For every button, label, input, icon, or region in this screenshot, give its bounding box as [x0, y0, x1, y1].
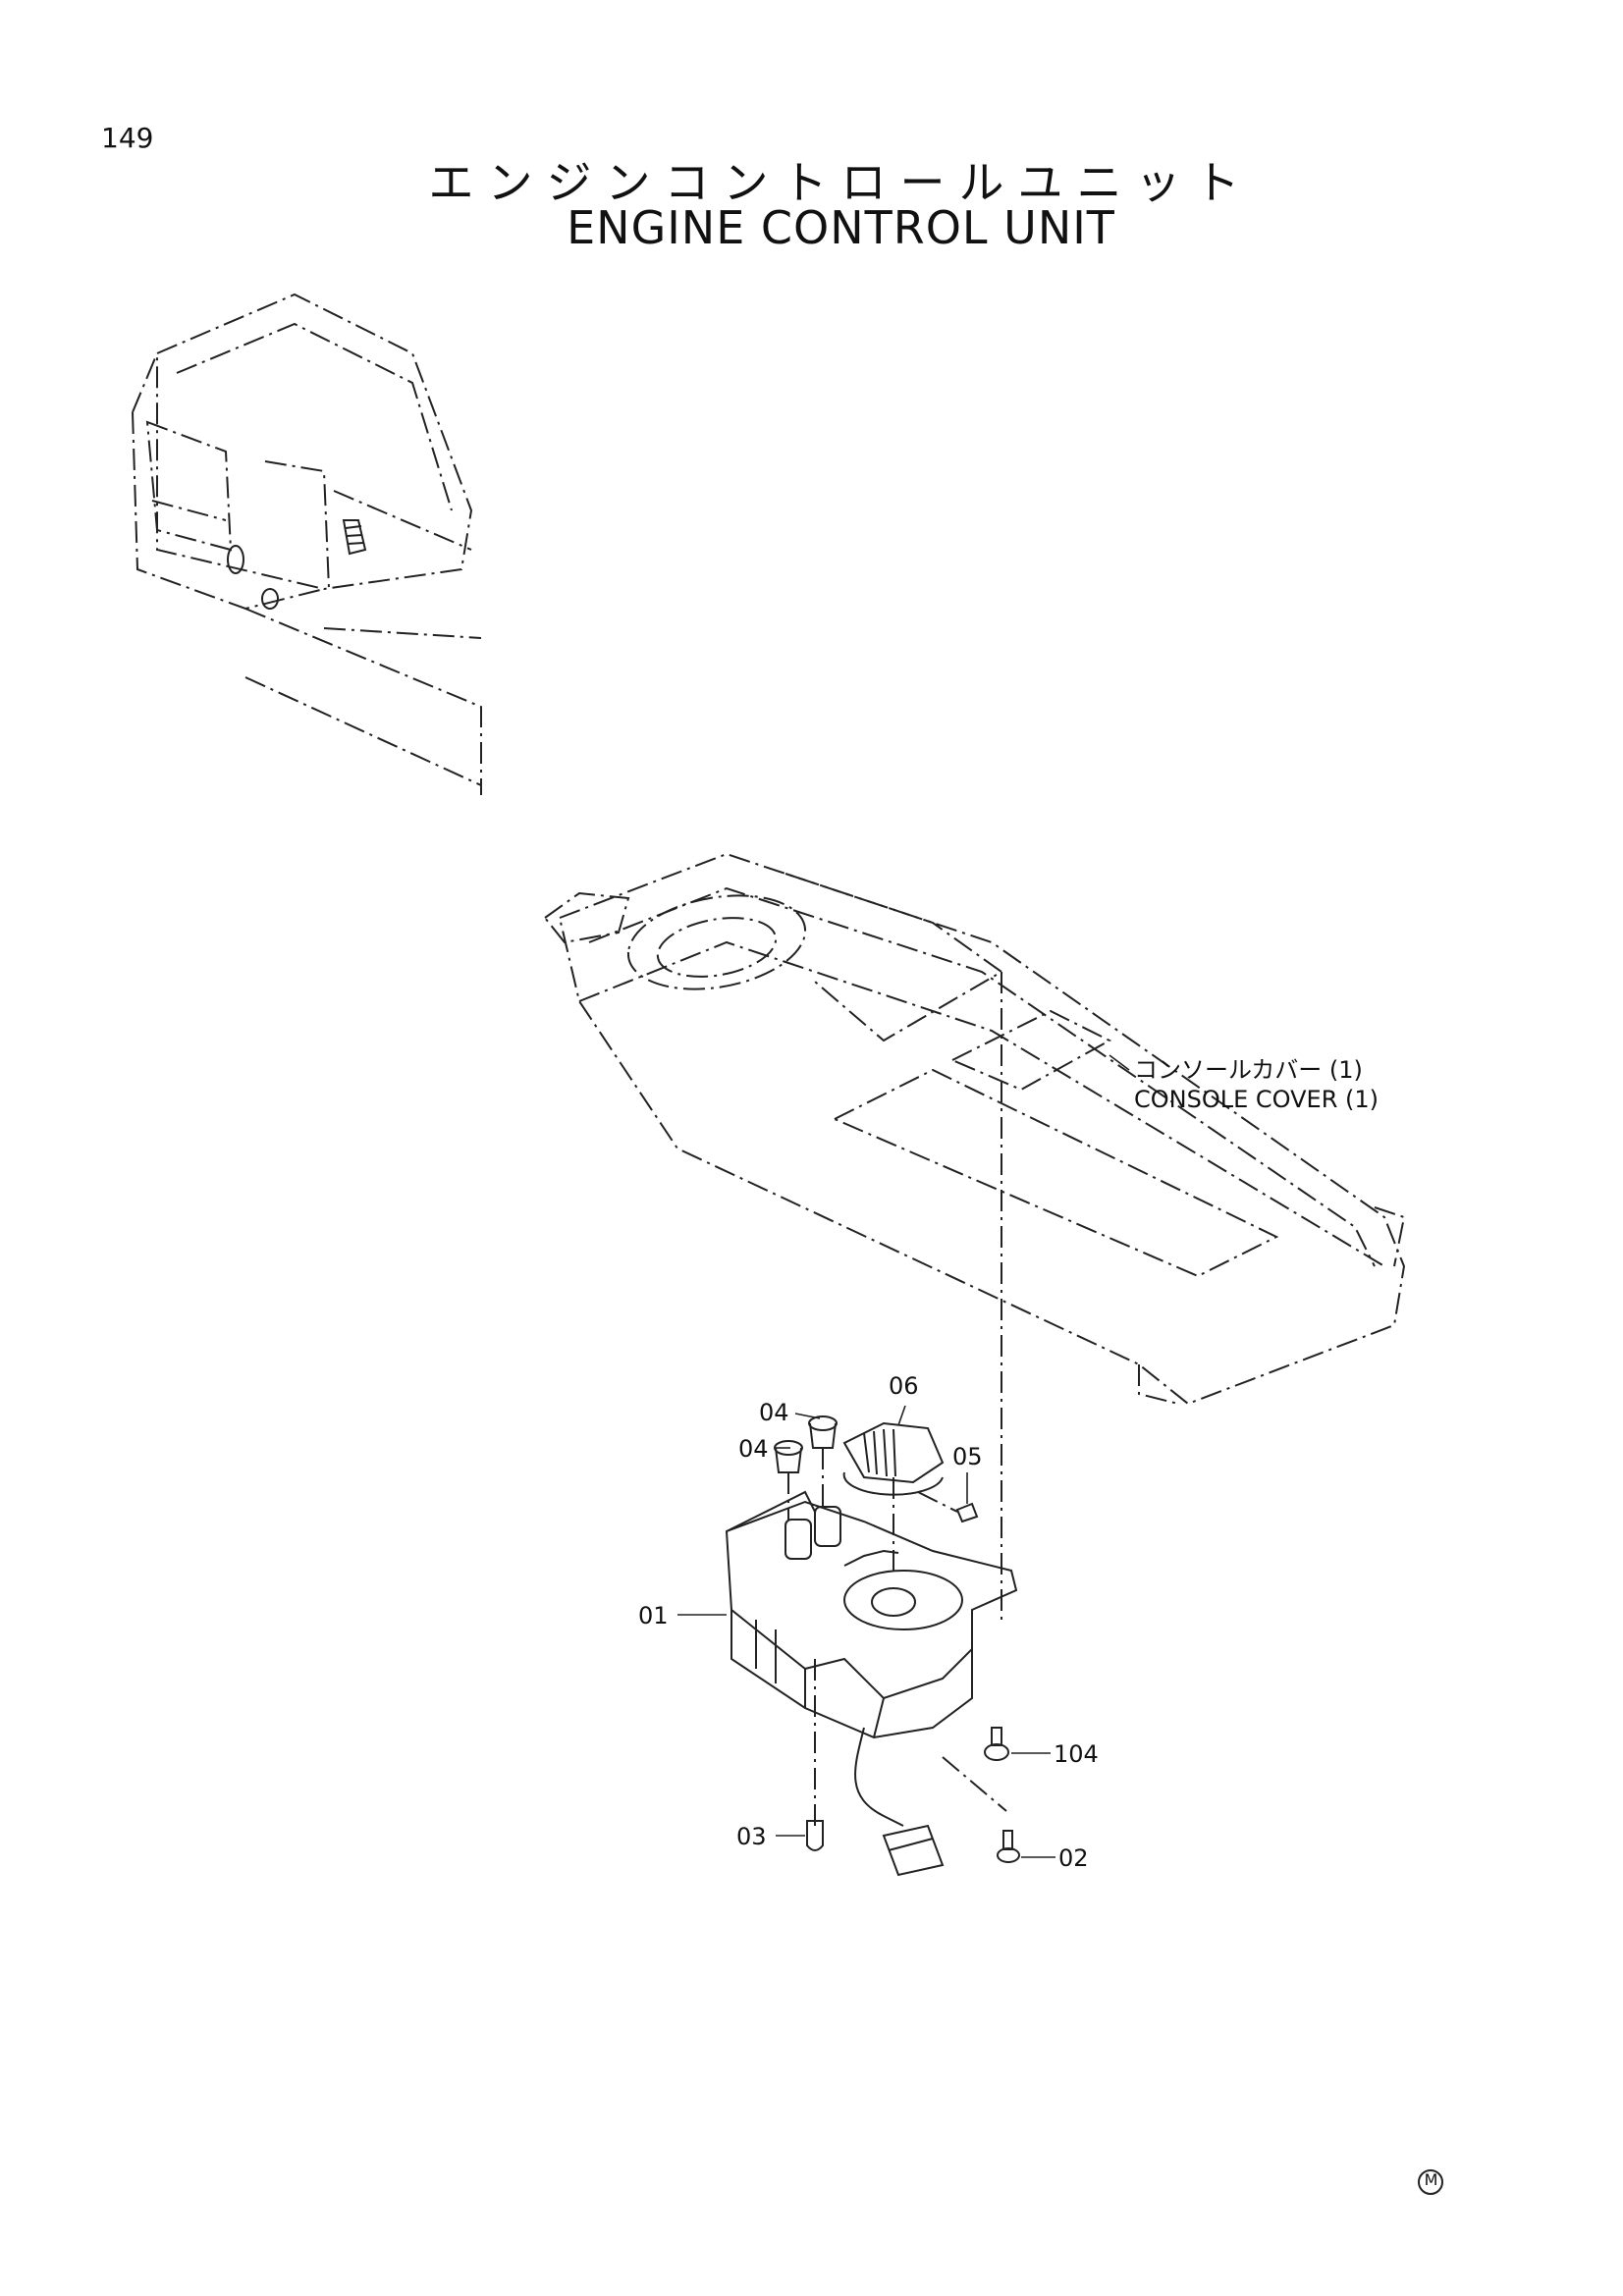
callout-03: 03 — [736, 1823, 767, 1850]
callout-06: 06 — [889, 1372, 919, 1400]
callout-04-upper: 04 — [759, 1399, 789, 1426]
callout-04-lower: 04 — [738, 1435, 769, 1463]
excavator-cab-illustration — [132, 293, 482, 795]
callout-01: 01 — [638, 1602, 669, 1629]
callout-05: 05 — [952, 1443, 983, 1470]
console-cover-label: コンソールカバー (1) CONSOLE COVER (1) — [1134, 1055, 1379, 1114]
engine-control-unit-illustration — [725, 1415, 1020, 1877]
m-mark: M — [1424, 2170, 1438, 2189]
console-cover-label-ja: コンソールカバー (1) — [1134, 1056, 1363, 1084]
console-cover-label-en: CONSOLE COVER (1) — [1134, 1086, 1379, 1113]
m-mark-circle — [1418, 2169, 1443, 2195]
console-cover-illustration — [543, 852, 1406, 1406]
callout-104: 104 — [1054, 1740, 1099, 1768]
page-number: 149 — [101, 122, 154, 154]
callout-02: 02 — [1058, 1844, 1089, 1872]
title-japanese: エンジンコントロールユニット — [428, 156, 1254, 209]
title-english: ENGINE CONTROL UNIT — [567, 201, 1115, 254]
leader-lines — [677, 1054, 1130, 1858]
